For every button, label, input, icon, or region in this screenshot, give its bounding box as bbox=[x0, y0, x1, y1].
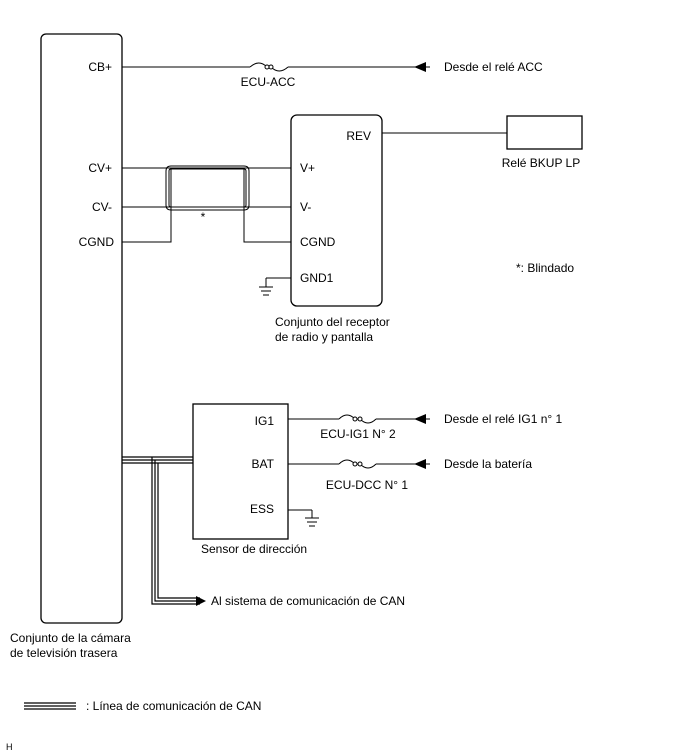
shield-symbol bbox=[165, 165, 250, 211]
pin-cb-plus: CB+ bbox=[88, 60, 112, 74]
pin-v-plus: V+ bbox=[300, 161, 315, 175]
arrow-to-can bbox=[196, 596, 206, 606]
pin-cv-plus: CV+ bbox=[88, 161, 112, 175]
shield-mark: * bbox=[201, 210, 206, 224]
legend-can-line-symbol bbox=[24, 702, 76, 710]
cb-plus-wire bbox=[122, 62, 430, 72]
fuse-ecu-dcc-label: ECU-DCC N° 1 bbox=[326, 478, 408, 492]
radio-label-1: Conjunto del receptor bbox=[275, 315, 390, 329]
fuse-ecu-dcc-terminal-right bbox=[357, 461, 363, 467]
fuse-ecu-acc-terminal-right bbox=[268, 64, 274, 70]
pin-v-minus: V- bbox=[300, 200, 311, 214]
arrow-from-acc bbox=[414, 62, 426, 72]
pin-cgnd-radio: CGND bbox=[300, 235, 336, 249]
pin-cgnd-camera: CGND bbox=[79, 235, 115, 249]
pin-rev: REV bbox=[346, 129, 371, 143]
steering-sensor-label: Sensor de dirección bbox=[201, 542, 307, 556]
pin-gnd1: GND1 bbox=[300, 271, 334, 285]
shield-note: *: Blindado bbox=[516, 261, 574, 275]
arrow-from-battery bbox=[414, 459, 426, 469]
fuse-ecu-acc-label: ECU-ACC bbox=[241, 75, 296, 89]
pin-ess: ESS bbox=[250, 502, 274, 516]
fuse-ecu-ig1-label: ECU-IG1 N° 2 bbox=[320, 427, 396, 441]
fuse-ecu-dcc-terminal-left bbox=[352, 461, 358, 467]
camera-label-1: Conjunto de la cámara bbox=[10, 631, 131, 645]
fuse-ecu-ig1-terminal-left bbox=[352, 416, 358, 422]
ground-gnd1 bbox=[259, 277, 291, 296]
pin-ig1: IG1 bbox=[255, 414, 275, 428]
can-target-label: Al sistema de comunicación de CAN bbox=[211, 594, 405, 608]
pin-cv-minus: CV- bbox=[92, 200, 112, 214]
source-acc-label: Desde el relé ACC bbox=[444, 60, 543, 74]
steering-sensor-box bbox=[192, 403, 289, 540]
ground-ess bbox=[288, 509, 319, 527]
radio-label-2: de radio y pantalla bbox=[275, 330, 373, 344]
video-wires bbox=[122, 167, 291, 243]
pin-bat: BAT bbox=[252, 457, 275, 471]
camera-label-2: de televisión trasera bbox=[10, 646, 118, 660]
legend-can-line-label: : Línea de comunicación de CAN bbox=[86, 699, 261, 713]
relay-bkup-box bbox=[506, 115, 583, 150]
relay-bkup-label: Relé BKUP LP bbox=[502, 156, 581, 170]
camera-box bbox=[40, 33, 123, 624]
radio-box bbox=[290, 114, 383, 307]
arrow-from-ig1 bbox=[414, 414, 426, 424]
can-bus-lines bbox=[122, 456, 200, 605]
fuse-ecu-acc-terminal-left bbox=[264, 64, 270, 70]
fuse-ecu-ig1-terminal-right bbox=[357, 416, 363, 422]
corner-code: H bbox=[6, 742, 13, 752]
source-ig1-label: Desde el relé IG1 n° 1 bbox=[444, 412, 563, 426]
source-battery-label: Desde la batería bbox=[444, 457, 532, 471]
